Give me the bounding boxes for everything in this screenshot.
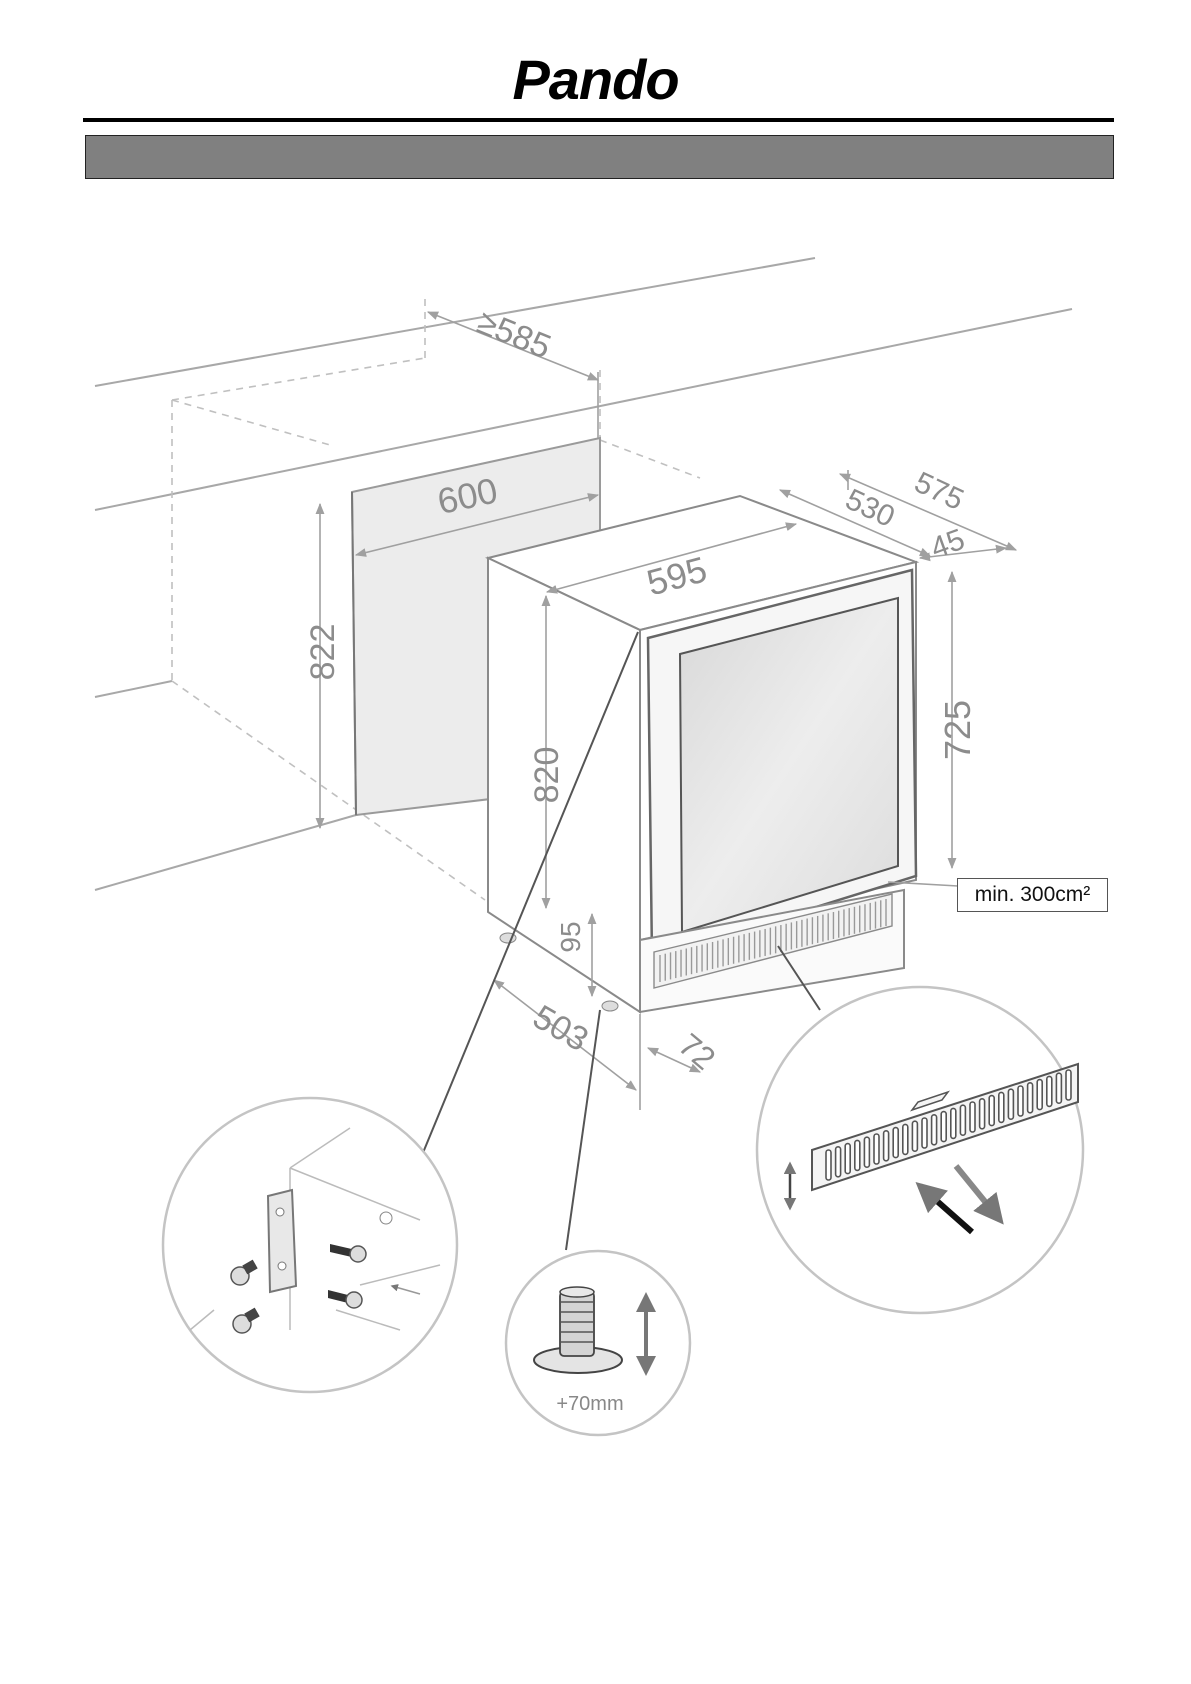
grille-slot	[834, 1146, 842, 1178]
screw-icon	[328, 1290, 363, 1309]
grille-slot	[930, 1114, 938, 1146]
grille-slot	[1065, 1069, 1072, 1101]
header-rule	[83, 118, 1114, 122]
foot-detail-circle: +70mm	[504, 1249, 692, 1437]
dim-door-depth: 45	[926, 523, 969, 565]
grille-slot	[1046, 1075, 1053, 1108]
insert-arrow-icon	[915, 1182, 974, 1235]
grille-slot	[997, 1091, 1005, 1124]
screw-icon	[230, 1259, 258, 1286]
vent-area-label: min. 300cm²	[957, 878, 1108, 912]
grille-slot	[911, 1120, 919, 1152]
grille-slot	[892, 1126, 900, 1159]
dim-height: 820	[528, 747, 566, 804]
grille-slot	[969, 1101, 976, 1133]
dimension-lines	[315, 311, 1018, 1110]
dim-niche-height: 822	[304, 624, 342, 681]
remove-arrow-icon	[953, 1164, 1004, 1225]
dim-body-depth: 530	[840, 483, 899, 534]
grille-slot	[1055, 1072, 1063, 1104]
dim-total-depth: 575	[909, 466, 968, 517]
grille-slot	[940, 1110, 948, 1143]
grille-slot	[825, 1149, 832, 1181]
grille-slot	[1007, 1088, 1015, 1120]
grille-slot	[882, 1130, 890, 1162]
hinge-bracket-icon	[266, 1188, 298, 1294]
grille-slot	[853, 1139, 861, 1172]
grille-slot	[1017, 1085, 1024, 1117]
grille-slot	[988, 1094, 996, 1127]
glass-door-pane	[678, 596, 899, 934]
niche-dashed-outline	[171, 296, 701, 901]
brand-logo: Pando	[512, 48, 679, 111]
vent-grille-icon	[811, 1062, 1079, 1192]
grille-slot	[959, 1104, 967, 1136]
grille-detail-circle	[755, 985, 1085, 1315]
ventilation-grille	[653, 893, 893, 989]
screw-icon	[232, 1307, 260, 1334]
adjustable-foot-icon	[533, 1286, 623, 1374]
grille-slot	[873, 1133, 880, 1165]
dim-door-height: 725	[937, 700, 978, 760]
dim-plinth-height: 95	[555, 921, 586, 952]
arrow-icon	[390, 1284, 421, 1295]
grille-slot	[863, 1136, 871, 1168]
dim-plinth-offset: 72	[672, 1026, 722, 1076]
grille-slot	[901, 1123, 909, 1156]
grille-slot	[921, 1117, 928, 1149]
grille-slot	[844, 1142, 852, 1175]
grille-slot	[978, 1098, 986, 1130]
grille-slot	[1036, 1078, 1043, 1111]
grille-slot	[1026, 1082, 1034, 1114]
dim-min-depth: ≥585	[472, 303, 556, 366]
detail-leader-lines	[419, 631, 821, 1251]
foot-adjust-label: +70mm	[556, 1393, 623, 1415]
grille-slot	[949, 1107, 957, 1140]
front-foot-right	[601, 1000, 619, 1012]
section-header-bar	[85, 135, 1114, 179]
hinge-detail-circle	[161, 1096, 459, 1394]
screw-icon	[330, 1244, 367, 1263]
